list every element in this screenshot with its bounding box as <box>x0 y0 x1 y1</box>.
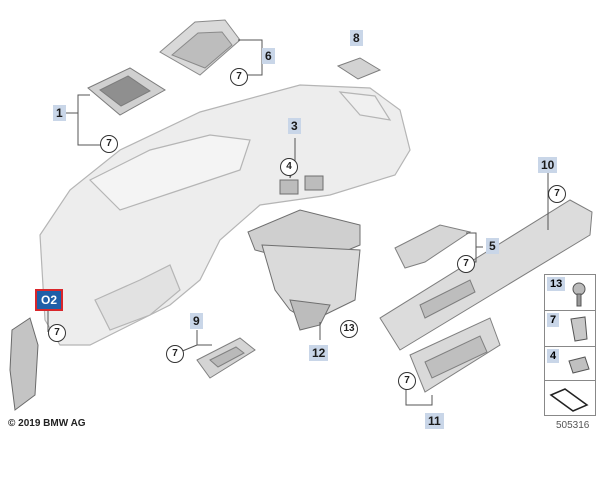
callout-7[interactable]: 7 <box>100 135 118 153</box>
legend-item-7[interactable]: 7 <box>544 310 596 348</box>
bracket-icon <box>568 356 590 374</box>
part-11-shape <box>409 317 501 393</box>
part-label-6[interactable]: 6 <box>262 48 275 64</box>
callout-13[interactable]: 13 <box>340 320 358 338</box>
part-6-shape <box>159 19 241 76</box>
legend-item-sealing-strip[interactable] <box>544 380 596 416</box>
part-label-3[interactable]: 3 <box>288 118 301 134</box>
part-label-9[interactable]: 9 <box>190 313 203 329</box>
part-1-shape <box>87 67 166 116</box>
part-8-shape <box>336 57 382 80</box>
part-label-8[interactable]: 8 <box>350 30 363 46</box>
callout-7[interactable]: 7 <box>457 255 475 273</box>
part-label-1[interactable]: 1 <box>53 105 66 121</box>
part-label-o2-highlighted[interactable]: O2 <box>35 289 64 311</box>
part-o2-shape <box>9 317 39 411</box>
callout-7[interactable]: 7 <box>48 324 66 342</box>
callout-7[interactable]: 7 <box>548 185 566 203</box>
part-9-shape <box>196 337 256 379</box>
copyright-text: © 2019 BMW AG <box>8 418 86 429</box>
part-5-shape <box>394 224 472 269</box>
legend-item-4[interactable]: 4 <box>544 346 596 382</box>
legend-label-7: 7 <box>547 313 560 327</box>
clip-icon <box>570 316 588 342</box>
part-label-11[interactable]: 11 <box>425 413 444 429</box>
callout-7[interactable]: 7 <box>398 372 416 390</box>
part-10-shape <box>379 199 593 351</box>
part-label-10[interactable]: 10 <box>538 157 558 173</box>
legend-label-13: 13 <box>547 277 566 291</box>
part-label-5[interactable]: 5 <box>486 238 499 254</box>
strip-icon <box>549 388 589 412</box>
legend-item-13[interactable]: 13 <box>544 274 596 312</box>
part-label-12[interactable]: 12 <box>309 345 329 361</box>
callout-7[interactable]: 7 <box>166 345 184 363</box>
legend-label-4: 4 <box>547 349 560 363</box>
part-3-shape <box>279 175 324 195</box>
part-12-shape <box>247 209 361 331</box>
callout-7[interactable]: 7 <box>230 68 248 86</box>
callout-4[interactable]: 4 <box>280 158 298 176</box>
diagram-number: 505316 <box>556 420 590 431</box>
dashboard-body <box>39 84 411 346</box>
screw-icon <box>572 282 586 307</box>
